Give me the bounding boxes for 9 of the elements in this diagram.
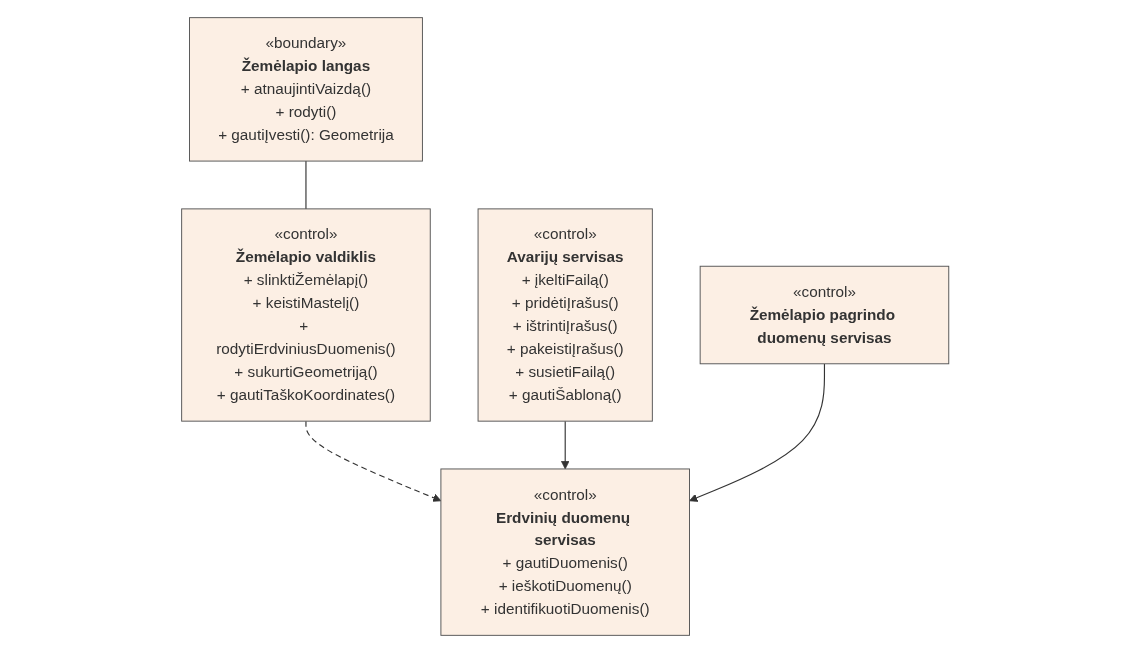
node-box: «boundary» Žemėlapio langas + atnaujintiVaizdą() + rodyti() + gautiĮvesti(): Geometrija xyxy=(189,17,424,162)
node-box: «control» Žemėlapio pagrindo duomenų servisas xyxy=(699,265,950,365)
node-box: «control» Avarijų servisas + įkeltiFailą() + pridėtiĮrašus() + ištrintiĮrašus() + pakeistiĮrašus() + susietiFailą() + gautiŠabloną() xyxy=(477,208,654,422)
arrow xyxy=(561,420,570,470)
arrow xyxy=(689,363,826,502)
node-box: «control» Žemėlapio valdiklis + slinktiŽemėlapį() + keistiMastelį() + rodytiErdviniusDuomenis() + sukurtiGeometriją() + gautiTaškoKoordinates() xyxy=(181,208,432,422)
arrow xyxy=(305,420,442,502)
connector xyxy=(305,160,307,210)
node-box: «control» Erdvinių duomenų servisas + gautiDuomenis() + ieškotiDuomenų() + identifikuotiDuomenis() xyxy=(440,468,691,636)
